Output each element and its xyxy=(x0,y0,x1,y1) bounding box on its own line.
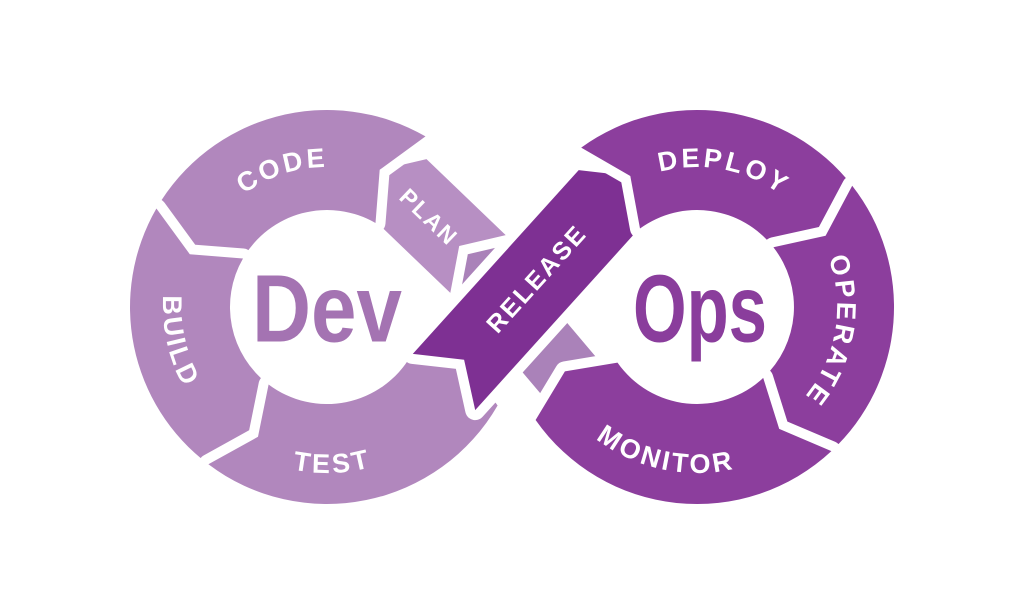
ops-title: Ops xyxy=(633,256,767,363)
test-segment xyxy=(198,345,508,514)
monitor-segment xyxy=(525,352,842,515)
loop-segments xyxy=(120,100,905,515)
test-label: TEST xyxy=(292,443,372,479)
test-label-text: TEST xyxy=(292,443,375,479)
code-segment xyxy=(146,100,436,269)
dev-title: Dev xyxy=(252,256,402,363)
